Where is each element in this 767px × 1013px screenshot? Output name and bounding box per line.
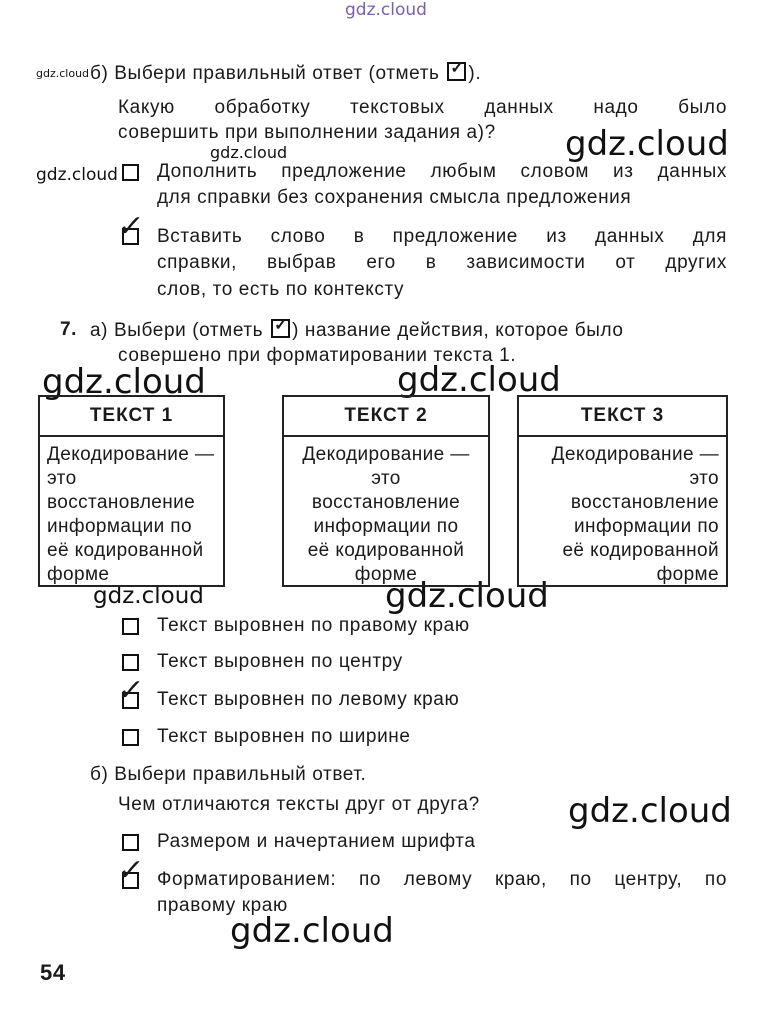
- box-line: форме: [354, 564, 418, 585]
- checkbox-sample-icon: [271, 315, 291, 338]
- box-line: информации по: [313, 516, 459, 537]
- checkbox-7a-option-2[interactable]: [122, 654, 139, 671]
- option-text: Текст выровнен по правому краю: [157, 615, 470, 636]
- text-box-1: ТЕКСТ 1 Декодирование — это восстановление…: [38, 395, 225, 587]
- checkmark-icon: ✓: [115, 853, 146, 888]
- box-line: восстановление: [311, 492, 461, 513]
- watermark: gdz.cloud: [385, 576, 549, 616]
- box-line: форме: [47, 564, 110, 585]
- box-line: это: [371, 468, 401, 489]
- box-line: её кодированной: [47, 540, 204, 561]
- question-text: Какую обработку текстовых данных надо бы…: [118, 97, 727, 118]
- watermark: gdz.cloud: [36, 67, 90, 80]
- option-text: для справки без сохранения смысла предло…: [157, 187, 632, 208]
- watermark: gdz.cloud: [568, 791, 732, 831]
- checkbox-7a-option-4[interactable]: [122, 729, 139, 746]
- box-line: это: [689, 468, 719, 489]
- box-line: восстановление: [47, 492, 196, 513]
- box-line: Декодирование —: [302, 444, 470, 465]
- checkbox-sample-icon: [447, 58, 467, 81]
- question-7b-label: б) Выбери правильный ответ.: [90, 764, 367, 785]
- checkbox-6b-option-2-checked[interactable]: [122, 228, 139, 245]
- text-box-3: ТЕКСТ 3 Декодирование — это восстановление…: [517, 395, 728, 587]
- question-7a-label: а) Выбери (отметь ) название действия, к…: [90, 315, 624, 342]
- box-line: Декодирование —: [551, 444, 719, 465]
- box-line: информации по: [47, 516, 192, 537]
- checkmark-icon: ✓: [115, 673, 146, 708]
- checkbox-7a-option-3-checked[interactable]: [122, 692, 139, 709]
- option-text: Размером и начертанием шрифта: [157, 831, 476, 852]
- option-text: слов, то есть по контексту: [157, 279, 405, 300]
- box-line: её кодированной: [307, 540, 465, 561]
- option-text: Форматированием: по левому краю, по цент…: [157, 869, 727, 890]
- watermark: gdz.cloud: [93, 583, 204, 609]
- watermark: gdz.cloud: [345, 0, 427, 20]
- checkbox-7b-option-1[interactable]: [122, 834, 139, 851]
- text-box-title: ТЕКСТ 3: [519, 397, 726, 437]
- checkbox-7a-option-1[interactable]: [122, 618, 139, 635]
- question-6b-label: б) Выбери правильный ответ (отметь ).: [90, 58, 481, 85]
- question-text: совершено при форматировании текста 1.: [118, 345, 517, 366]
- question-text: Чем отличаются тексты друг от друга?: [118, 794, 480, 815]
- option-text: Текст выровнен по центру: [157, 651, 403, 672]
- option-text: справки, выбрав его в зависимости от дру…: [157, 252, 727, 273]
- box-line: восстановление: [570, 492, 719, 513]
- option-text: правому краю: [157, 895, 288, 916]
- watermark: gdz.cloud: [210, 143, 288, 162]
- option-text: Текст выровнен по ширине: [157, 726, 411, 747]
- option-text: Вставить слово в предложение из данных д…: [157, 226, 727, 247]
- checkmark-icon: ✓: [115, 209, 146, 244]
- checkbox-6b-option-1[interactable]: [122, 164, 139, 181]
- watermark: gdz.cloud: [397, 360, 561, 400]
- box-line: форме: [656, 564, 719, 585]
- box-line: её кодированной: [562, 540, 719, 561]
- watermark: gdz.cloud: [36, 165, 118, 185]
- box-line: Декодирование —: [47, 444, 215, 465]
- question-text: совершить при выполнении задания а)?: [118, 122, 496, 143]
- text-box-2: ТЕКСТ 2 Декодирование — это восстановление…: [282, 395, 490, 587]
- page-number: 54: [40, 960, 66, 985]
- watermark: gdz.cloud: [230, 911, 394, 951]
- option-text: Дополнить предложение любым словом из да…: [157, 161, 727, 182]
- watermark: gdz.cloud: [565, 124, 729, 164]
- checkbox-7b-option-2-checked[interactable]: [122, 872, 139, 889]
- text-box-title: ТЕКСТ 1: [40, 397, 223, 437]
- box-line: это: [47, 468, 77, 489]
- question-number: 7.: [60, 319, 78, 340]
- box-line: информации по: [574, 516, 719, 537]
- text-box-title: ТЕКСТ 2: [284, 397, 488, 437]
- option-text: Текст выровнен по левому краю: [157, 689, 460, 710]
